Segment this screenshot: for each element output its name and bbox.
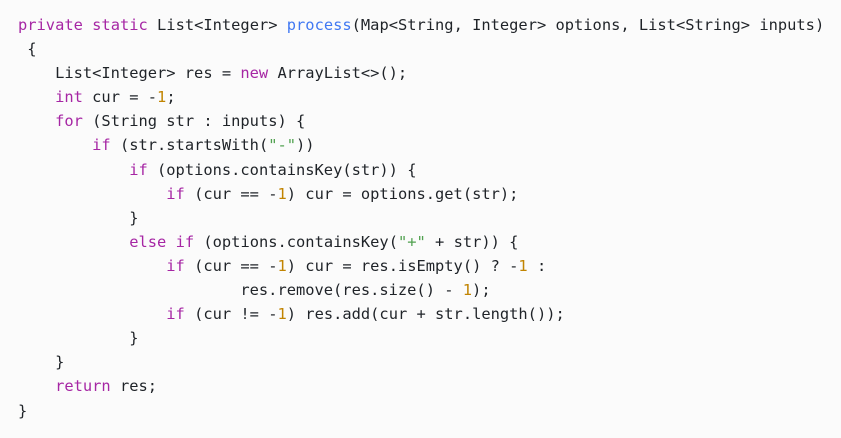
code-token: if <box>166 256 185 275</box>
code-token <box>18 161 129 179</box>
code-token <box>18 257 166 275</box>
code-token: ); <box>472 281 491 300</box>
code-token: (cur == - <box>184 256 278 275</box>
code-line: } <box>18 399 841 423</box>
code-token: (cur == - <box>184 184 278 203</box>
code-token: if <box>92 136 111 155</box>
code-token: (str.startsWith( <box>110 136 269 155</box>
code-line: if (cur == -1) cur = options.get(str); <box>18 182 841 206</box>
code-token: if <box>166 305 185 324</box>
code-token: else <box>129 232 167 251</box>
code-token: (options.containsKey(str)) { <box>147 160 417 179</box>
code-token: res.remove(res.size() - <box>18 281 463 300</box>
code-line: if (cur != -1) res.add(cur + str.length(… <box>18 302 841 326</box>
code-line: } <box>18 350 841 374</box>
code-token: + str)) { <box>425 232 519 251</box>
code-line: return res; <box>18 374 841 398</box>
code-token: for <box>55 112 83 131</box>
code-token <box>18 305 166 323</box>
code-token: } <box>18 353 65 372</box>
code-line: for (String str : inputs) { <box>18 109 841 133</box>
code-token: if <box>175 232 195 251</box>
code-token: List<Integer> <box>147 16 287 34</box>
code-token: 1 <box>518 256 528 275</box>
code-token: } <box>18 208 139 227</box>
code-line: if (str.startsWith("-")) <box>18 133 841 157</box>
code-token: : <box>527 256 547 275</box>
code-token: 1 <box>277 305 287 324</box>
code-token <box>18 136 92 154</box>
code-token: cur = - <box>82 88 158 107</box>
code-line: } <box>18 206 841 230</box>
code-token: private <box>18 16 83 34</box>
code-token <box>18 377 55 395</box>
code-token <box>18 88 55 106</box>
code-token <box>18 185 166 203</box>
code-token: { <box>18 40 37 59</box>
code-token: (options.containsKey( <box>194 232 398 251</box>
code-token: return <box>55 377 111 396</box>
code-token: 1 <box>462 281 473 300</box>
code-token: new <box>240 64 269 83</box>
code-line: private static List<Integer> process(Map… <box>18 13 841 37</box>
code-token: ) cur = res.isEmpty() ? - <box>286 256 519 275</box>
code-token: "-" <box>268 136 297 155</box>
code-token <box>18 233 129 251</box>
code-token: process <box>286 16 352 34</box>
code-token: List<Integer> res = <box>18 64 241 83</box>
code-token: "+" <box>397 232 426 251</box>
code-token: (cur != - <box>184 305 278 324</box>
code-token: ) res.add(cur + str.length()); <box>286 305 565 324</box>
code-token <box>18 112 55 130</box>
code-token: )) <box>296 136 315 155</box>
code-token: static <box>92 16 148 34</box>
code-token: ; <box>166 88 176 107</box>
code-line: res.remove(res.size() - 1); <box>18 278 841 302</box>
code-line: if (options.containsKey(str)) { <box>18 158 841 182</box>
code-token: if <box>129 160 148 179</box>
code-line: int cur = -1; <box>18 85 841 109</box>
code-line: if (cur == -1) cur = res.isEmpty() ? -1 … <box>18 254 841 278</box>
code-line: else if (options.containsKey("+" + str))… <box>18 230 841 254</box>
code-token: (Map<String, Integer> options, List<Stri… <box>351 16 825 34</box>
code-token: ArrayList<>(); <box>268 64 408 83</box>
code-token: res; <box>110 377 158 396</box>
code-line: } <box>18 326 841 350</box>
code-token: 1 <box>157 88 167 107</box>
code-token: } <box>18 329 139 348</box>
code-line: List<Integer> res = new ArrayList<>(); <box>18 61 841 85</box>
code-token: 1 <box>277 256 287 275</box>
code-token <box>83 16 92 34</box>
code-token: ) cur = options.get(str); <box>286 184 519 203</box>
code-token: (String str : inputs) { <box>82 112 306 131</box>
code-token: if <box>166 184 185 203</box>
code-line: { <box>18 37 841 61</box>
code-token <box>166 233 175 251</box>
code-token: int <box>55 88 83 107</box>
code-token: } <box>18 401 28 420</box>
code-token: 1 <box>277 184 287 203</box>
